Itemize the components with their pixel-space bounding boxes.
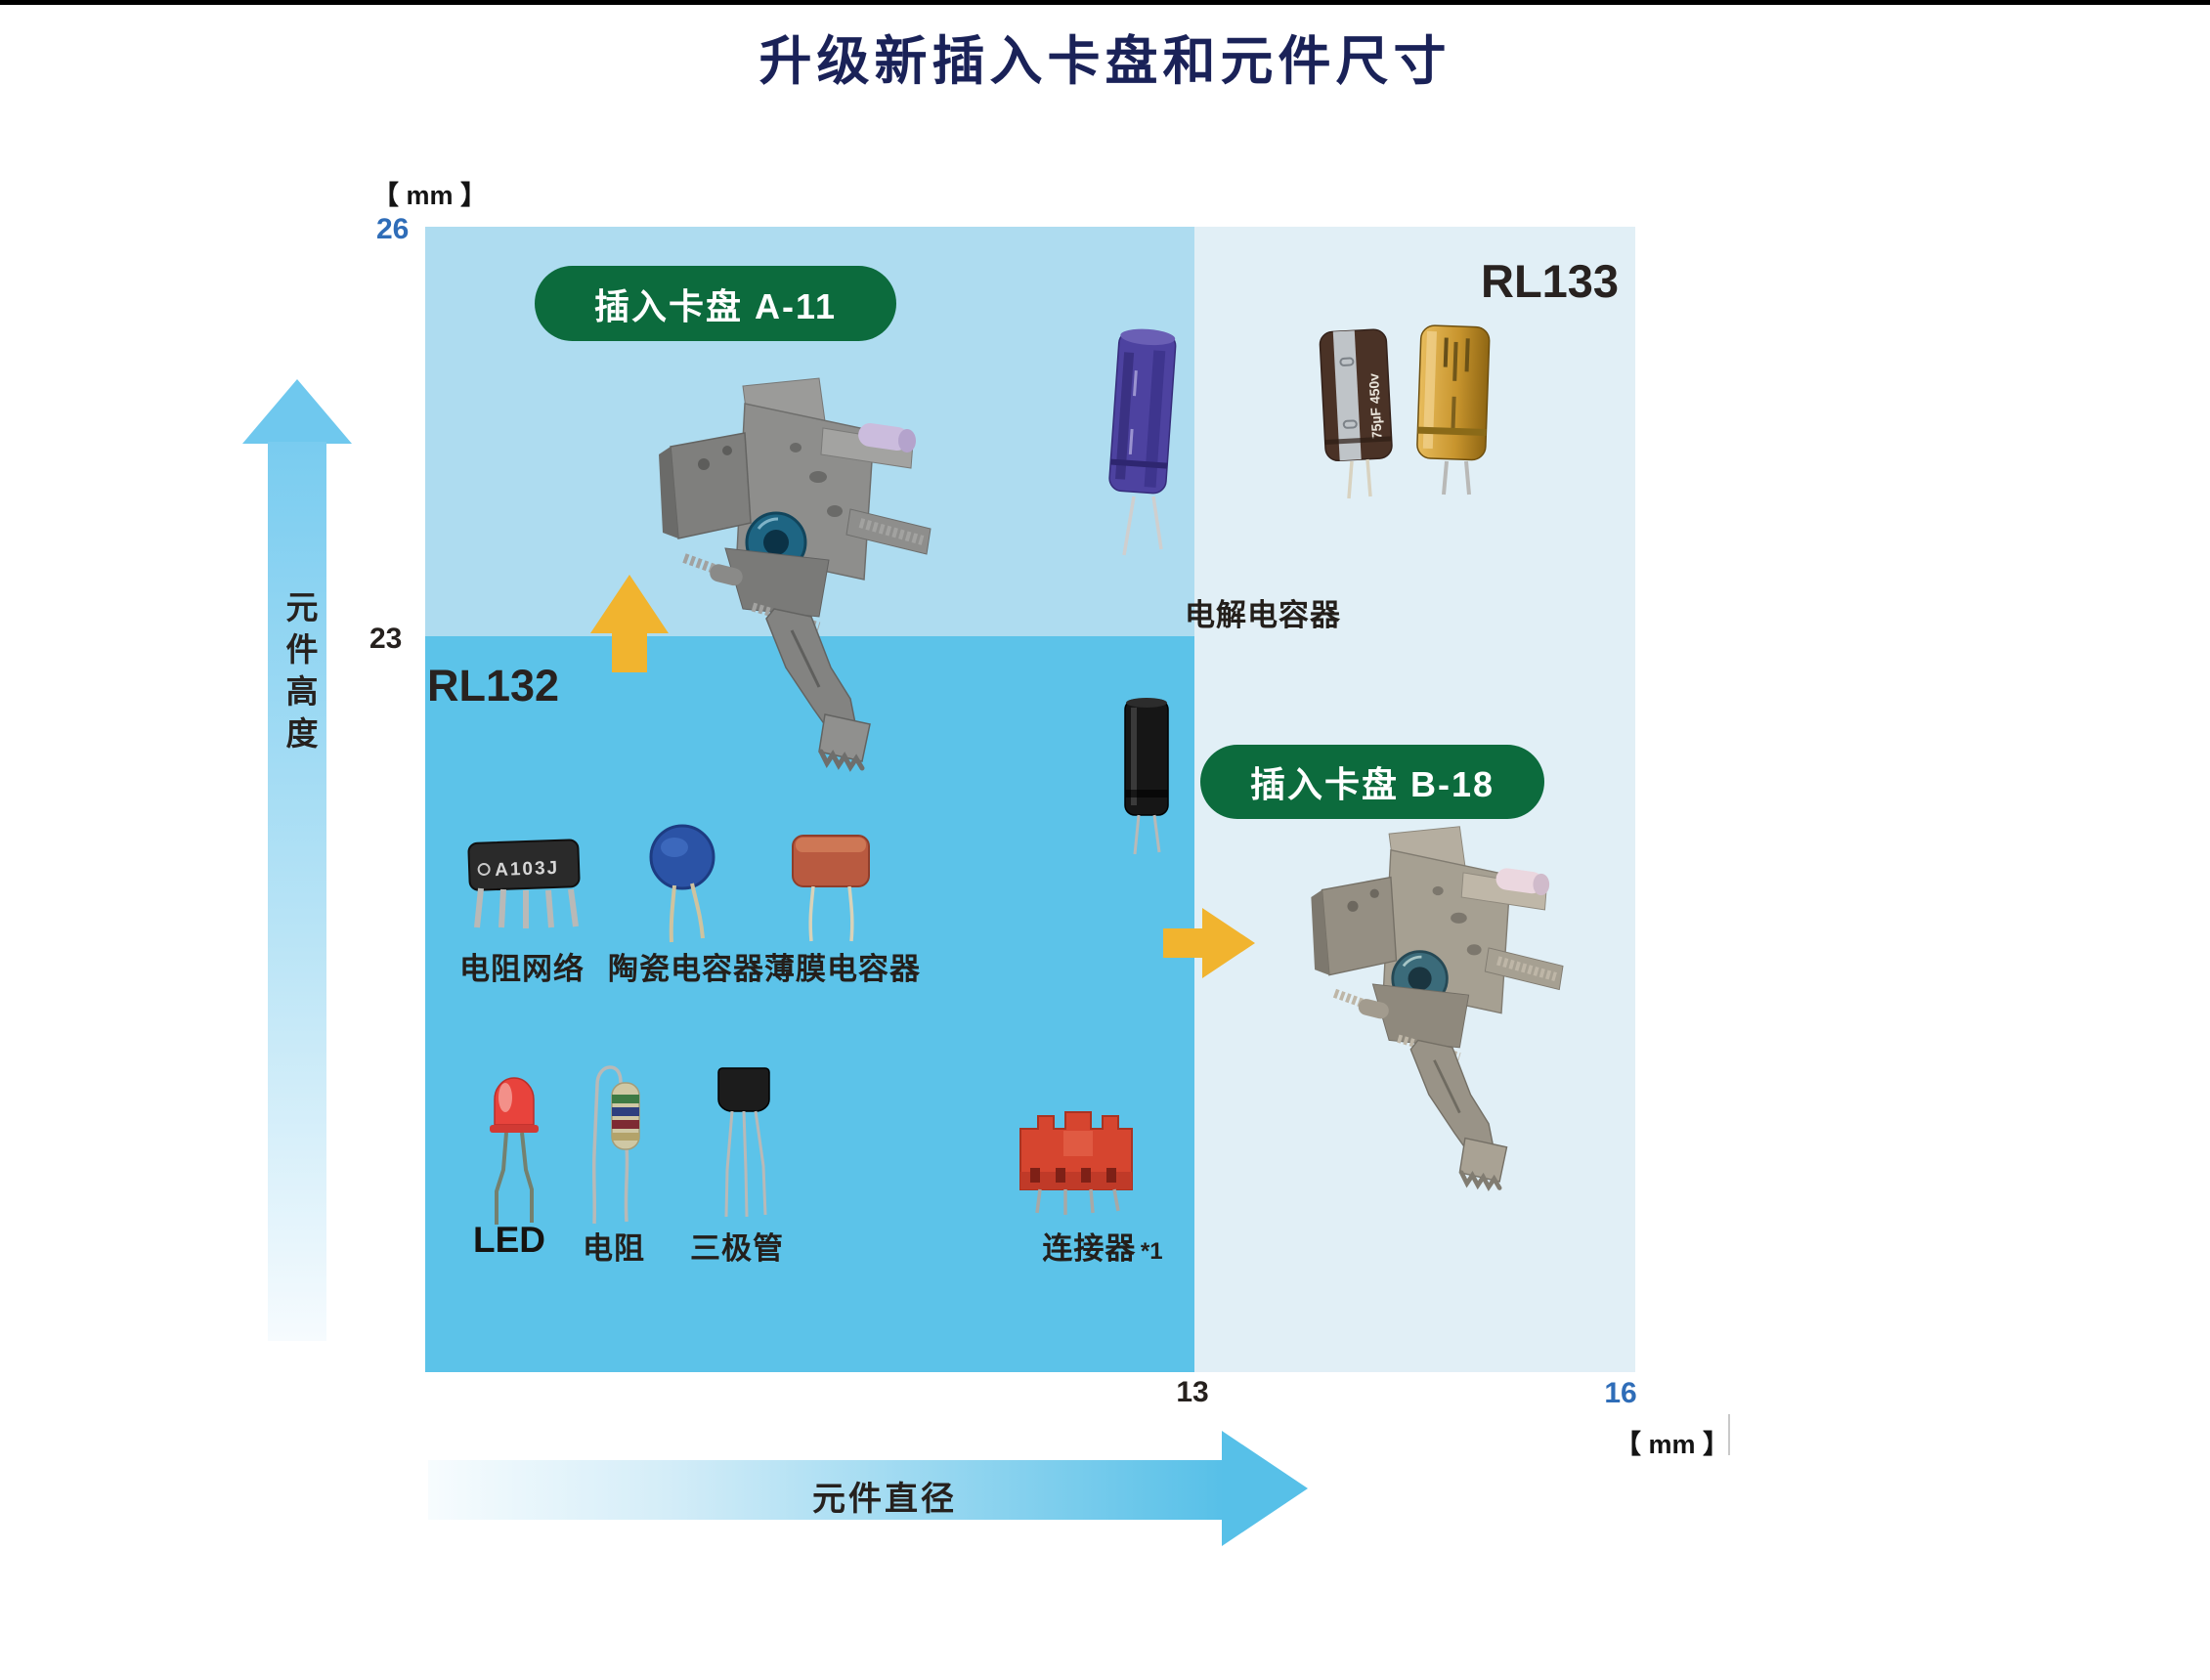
x-axis-label: 元件直径 xyxy=(812,1481,957,1518)
up-arrow-icon xyxy=(590,575,669,672)
chuck-a11-image xyxy=(628,374,940,775)
top-border-bar xyxy=(0,0,2210,5)
resistor-image xyxy=(591,1065,640,1225)
resistor-label: 电阻 xyxy=(583,1231,645,1266)
transistor-label: 三极管 xyxy=(690,1231,784,1266)
x-axis-arrow xyxy=(428,1431,1308,1546)
y-axis-label: 元件高度 xyxy=(282,590,318,758)
led-image xyxy=(490,1077,539,1225)
x-axis-mid-value: 13 xyxy=(1176,1376,1209,1408)
right-arrow-icon xyxy=(1163,908,1255,978)
transistor-image xyxy=(717,1067,770,1218)
y-axis-mid-value: 23 xyxy=(369,623,403,655)
chuck-b18-image xyxy=(1266,823,1588,1194)
connector-note: *1 xyxy=(1140,1238,1163,1265)
connector-image xyxy=(1019,1111,1133,1215)
x-axis-max-value: 16 xyxy=(1604,1377,1637,1409)
silver-capacitor-image: 75µF 450v xyxy=(1319,328,1393,499)
film-capacitor-image xyxy=(792,835,870,942)
rl133-label: RL133 xyxy=(1481,255,1620,307)
gold-capacitor-image xyxy=(1416,324,1491,495)
y-axis-arrow xyxy=(242,379,352,1341)
ceramic-capacitor-image xyxy=(649,824,715,943)
connector-label-group: 连接器 *1 xyxy=(1042,1224,1162,1268)
region-rl132 xyxy=(425,636,1194,1372)
resistor-network-marking: A103J xyxy=(495,858,560,881)
x-axis-unit-label: 【 mm 】 xyxy=(1615,1430,1730,1459)
led-label: LED xyxy=(473,1220,545,1260)
chuck-a11-badge: 插入卡盘 A-11 xyxy=(535,266,896,341)
page-title: 升级新插入卡盘和元件尺寸 xyxy=(758,32,1452,91)
y-axis-unit-label: 【 mm 】 xyxy=(372,181,488,210)
film-capacitor-label: 薄膜电容器 xyxy=(764,952,921,986)
resistor-network-label: 电阻网络 xyxy=(459,952,585,986)
resistor-network-image: A103J xyxy=(467,839,581,928)
chuck-b18-badge: 插入卡盘 B-18 xyxy=(1200,745,1544,819)
ceramic-capacitor-label: 陶瓷电容器 xyxy=(608,952,764,986)
connector-label: 连接器 xyxy=(1042,1231,1137,1266)
violet-capacitor-image xyxy=(1108,328,1177,556)
y-axis-max-value: 26 xyxy=(376,213,410,245)
black-capacitor-image xyxy=(1124,698,1169,855)
electrolytic-capacitor-label: 电解电容器 xyxy=(1185,598,1341,632)
rl132-label: RL132 xyxy=(427,661,560,711)
capacitor-marking: 75µF 450v xyxy=(1365,372,1385,439)
axis-tick-line xyxy=(1728,1414,1730,1455)
